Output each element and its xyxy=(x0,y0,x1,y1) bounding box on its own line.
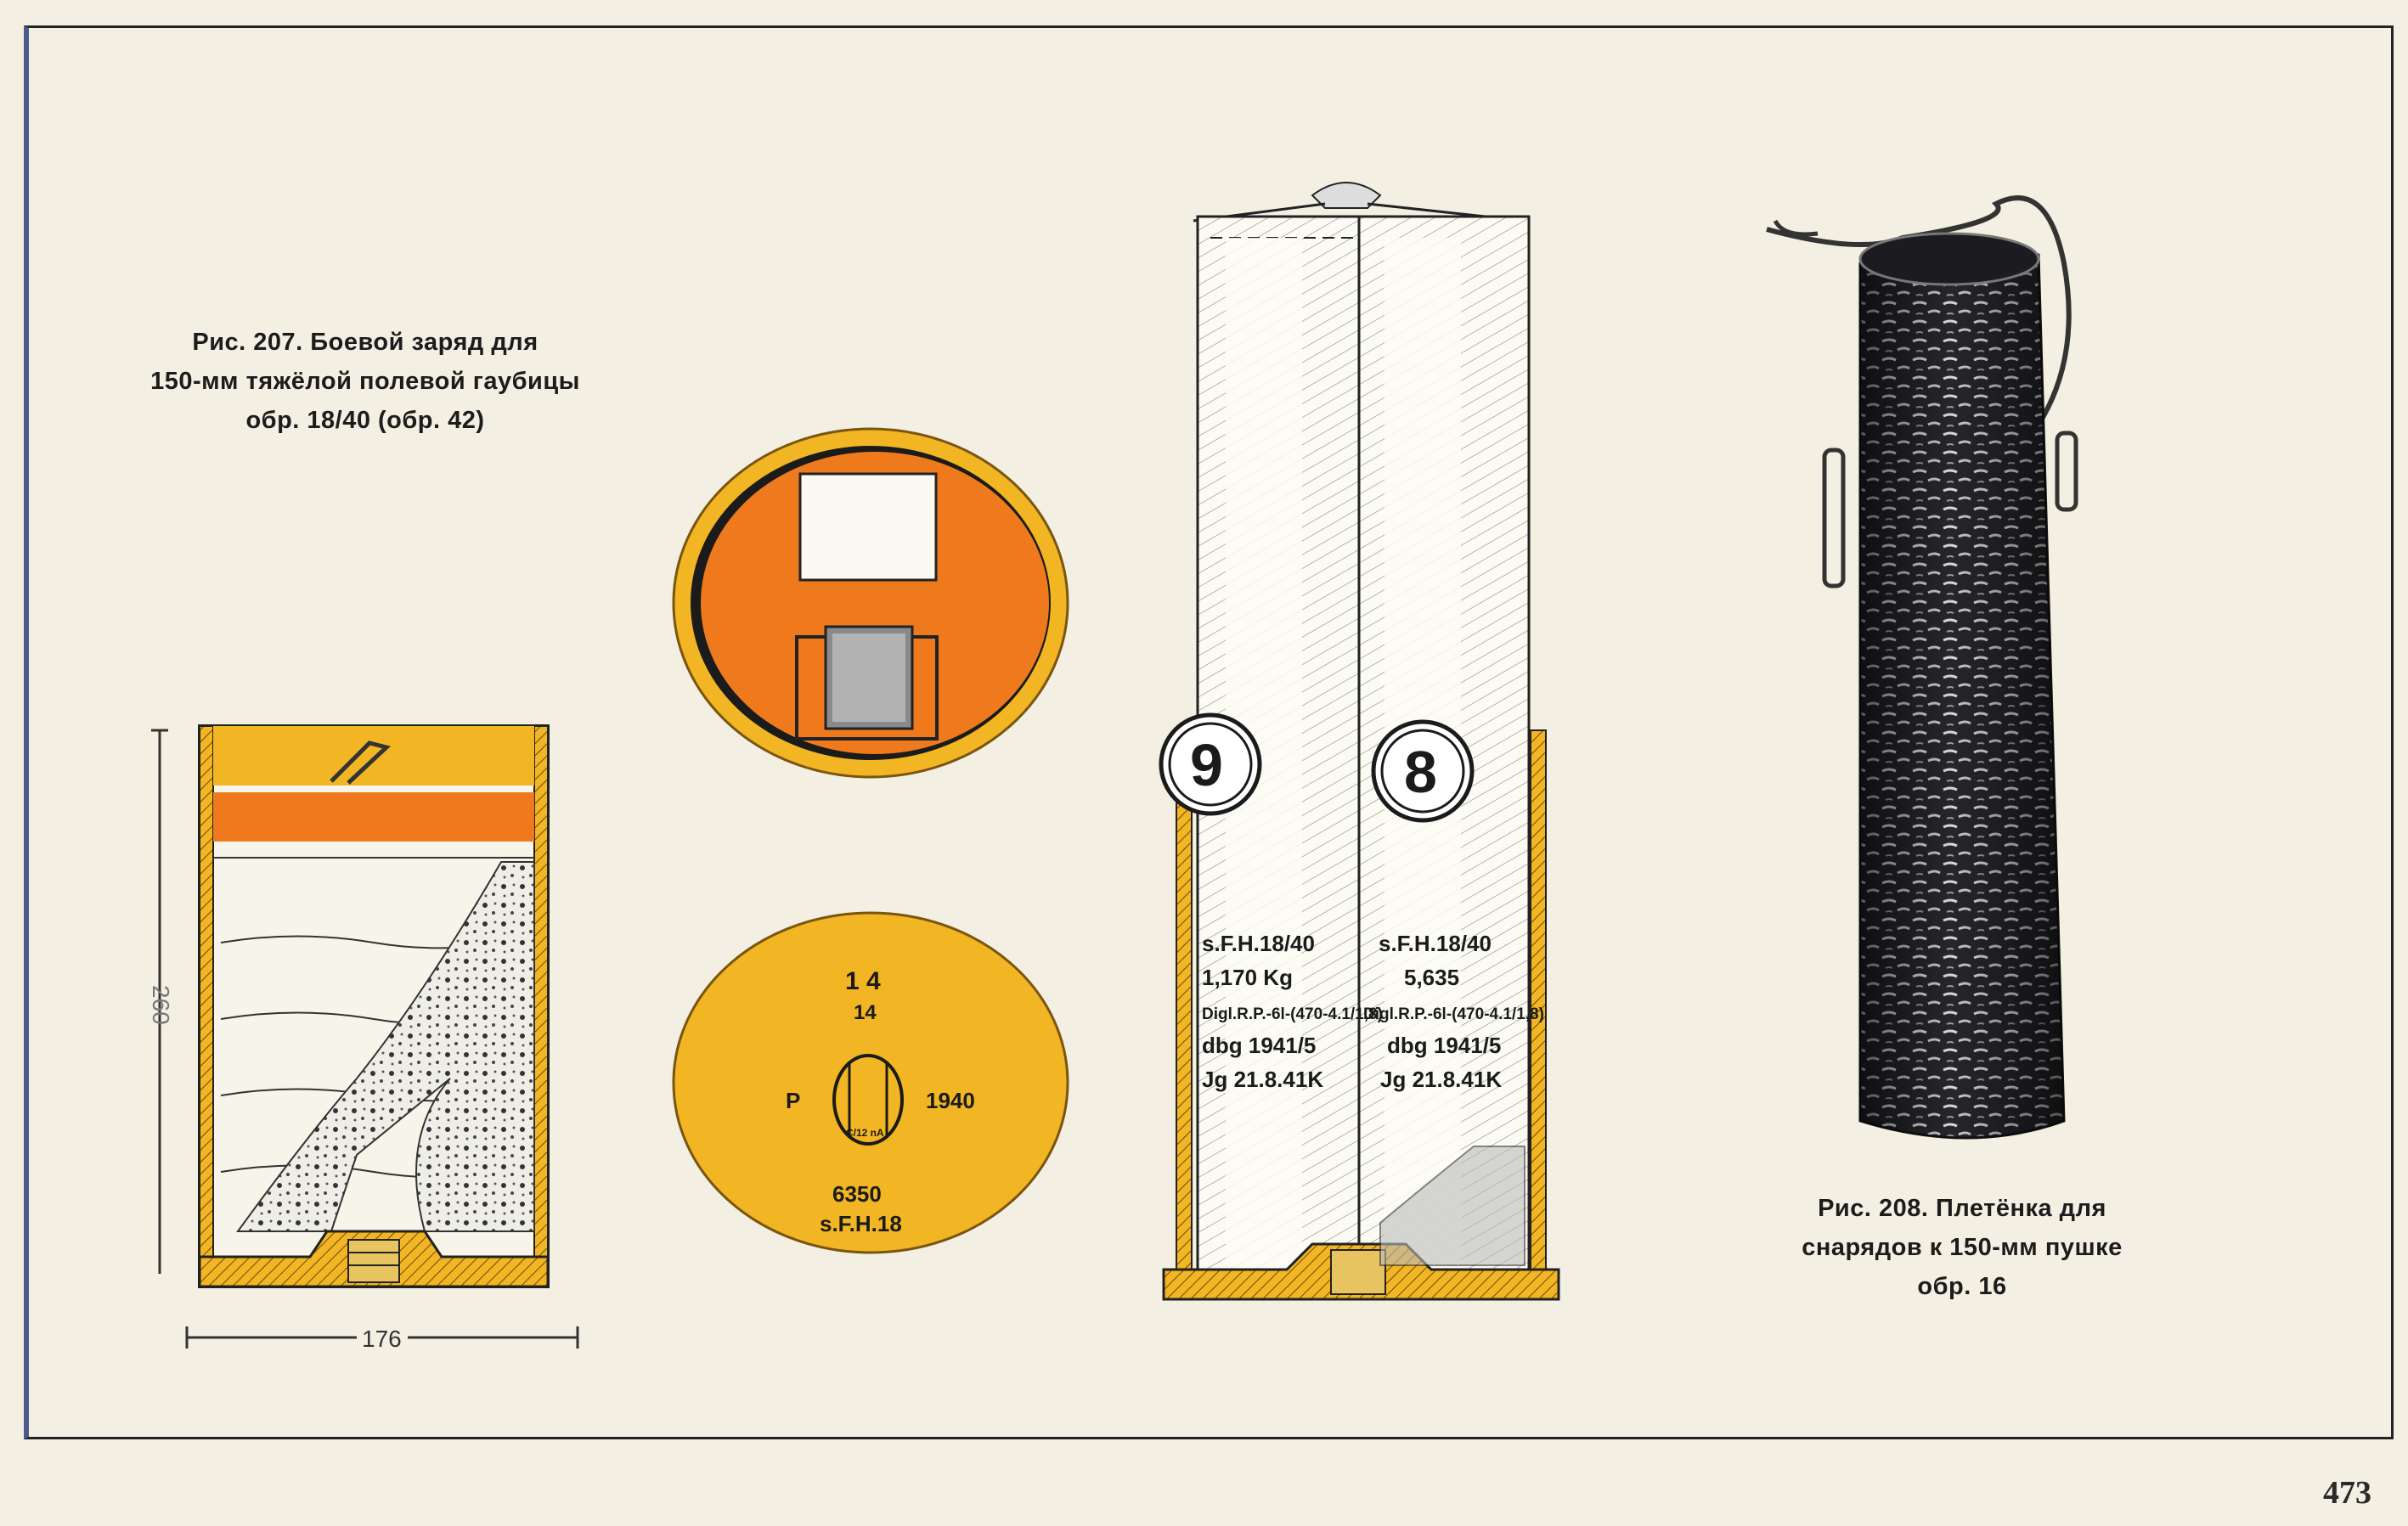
caption-line: обр. 18/40 (обр. 42) xyxy=(245,407,485,434)
page-frame xyxy=(24,25,2394,1439)
stamp-right: 1940 xyxy=(926,1088,975,1113)
charge-number-9: 9 xyxy=(1190,732,1223,798)
charge-elevation: 9 8 s.F.H.18/40 1,170 Kg Digl.R.P.-6l-(4… xyxy=(1159,182,1560,1301)
left-charge-line: s.F.H.18/40 xyxy=(1202,931,1315,956)
charge-number-8: 8 xyxy=(1404,739,1437,805)
caption-line: Рис. 208. Плетёнка для xyxy=(1818,1195,2106,1222)
page-number: 473 xyxy=(2323,1475,2371,1511)
right-charge-line: 5,635 xyxy=(1404,965,1459,990)
charge-cross-section: 260 176 xyxy=(148,724,579,1352)
left-charge-line: Digl.R.P.-6l-(470-4.1/1,8) xyxy=(1202,1005,1383,1023)
right-charge-line: s.F.H.18/40 xyxy=(1379,931,1492,956)
charge-bottom-view: 1 4 14 P 1940 C/12 nA 6350 s.F.H.18 xyxy=(672,911,1069,1254)
primer-text: C/12 nA xyxy=(846,1127,884,1139)
stamp-lot: 6350 xyxy=(832,1181,882,1207)
left-charge-line: 1,170 Kg xyxy=(1202,965,1293,990)
stamp-left: P xyxy=(786,1088,800,1113)
charge-lid-top-view xyxy=(672,427,1069,779)
stamp-model: s.F.H.18 xyxy=(820,1211,902,1236)
left-charge-line: dbg 1941/5 xyxy=(1202,1033,1316,1058)
woven-shell-basket xyxy=(1766,195,2078,1140)
figure-207-caption: Рис. 207. Боевой заряд для 150-мм тяжёло… xyxy=(119,323,612,440)
dimension-width: 176 xyxy=(362,1326,402,1352)
figure-208-caption: Рис. 208. Плетёнка для снарядов к 150-мм… xyxy=(1750,1189,2174,1306)
caption-line: снарядов к 150-мм пушке xyxy=(1802,1234,2123,1261)
dimension-height: 260 xyxy=(148,985,174,1025)
left-charge-line: Jg 21.8.41K xyxy=(1202,1067,1323,1092)
caption-line: обр. 16 xyxy=(1917,1273,2007,1300)
caption-line: Рис. 207. Боевой заряд для xyxy=(192,329,539,356)
right-charge-line: dbg 1941/5 xyxy=(1387,1033,1501,1058)
right-charge-line: Digl.R.P.-6l-(470-4.1/1,8) xyxy=(1363,1005,1544,1023)
right-charge-line: Jg 21.8.41K xyxy=(1380,1067,1502,1092)
stamp-top: 1 4 xyxy=(845,967,881,995)
stamp-sub: 14 xyxy=(854,1001,877,1024)
caption-line: 150-мм тяжёлой полевой гаубицы xyxy=(150,368,580,395)
